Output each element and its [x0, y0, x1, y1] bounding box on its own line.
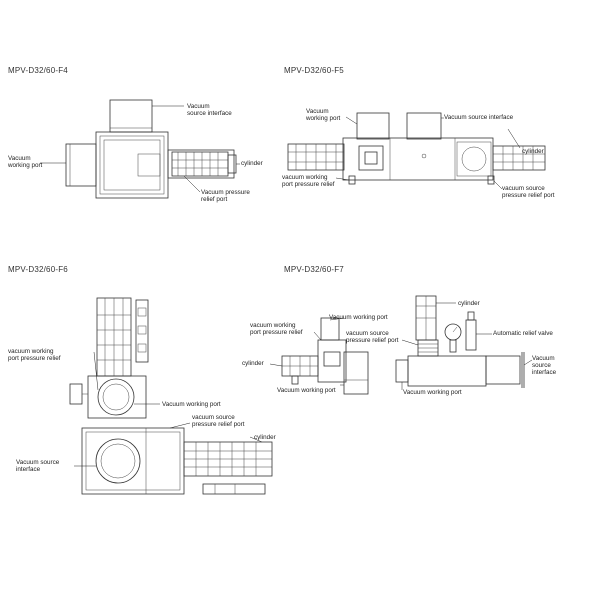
panel-title: MPV-D32/60-F7 — [284, 265, 344, 274]
panel-f6: MPV-D32/60-F6 — [8, 265, 276, 495]
f4-label-cylinder: cylinder — [241, 160, 263, 167]
f7-label-cylinder-left: cylinder — [242, 360, 264, 367]
f7-label-vacuum-working-port-bottom: Vacuum working port — [277, 387, 336, 394]
f5-label-vacuum-working-port-pressure-relief: vacuum working port pressure relief — [282, 174, 335, 188]
panel-title: MPV-D32/60-F6 — [8, 265, 68, 274]
f7-label-vacuum-working-port-right: Vacuum working port — [403, 389, 462, 396]
f4-label-vacuum-pressure-relief-port: Vacuum pressure relief port — [201, 189, 250, 203]
f6-label-cylinder: cylinder — [254, 434, 276, 441]
panel-f5: MPV-D32/60-F5 — [0, 0, 600, 260]
f5-label-vacuum-working-port: Vacuum working port — [306, 108, 341, 122]
f4-drawing — [40, 99, 240, 199]
f5-drawing — [287, 112, 546, 190]
f6-drawing — [69, 297, 273, 495]
panel-f4: MPV-D32/60-F4 Vacuum source interfac — [0, 0, 300, 260]
f7-label-automatic-relief-valve: Automatic relief valve — [493, 330, 553, 337]
f7-label-vacuum-source-pressure-relief-port: vacuum source pressure relief port — [346, 330, 399, 344]
f7-label-vacuum-working-port-top: Vacuum working port — [329, 314, 388, 321]
f5-label-cylinder: cylinder — [522, 148, 544, 155]
f7-label-cylinder-top: cylinder — [458, 300, 480, 307]
f4-label-vacuum-working-port: Vacuum working port — [8, 155, 43, 169]
f5-label-vacuum-source-interface: Vacuum source interface — [444, 114, 514, 121]
f7-label-vacuum-working-port-pressure-relief: vacuum working port pressure relief — [250, 322, 303, 336]
f6-label-vacuum-working-port: Vacuum working port — [162, 401, 221, 408]
f7-label-vacuum-source-interface: Vacuum source interface — [532, 355, 557, 376]
f4-label-vacuum-source-interface: Vacuum source interface — [187, 103, 232, 117]
f5-label-vacuum-source-pressure-relief-port: vacuum source pressure relief port — [502, 185, 555, 199]
f6-label-vacuum-source-pressure-relief-port: vacuum source pressure relief port — [192, 414, 245, 428]
panel-title: MPV-D32/60-F5 — [284, 66, 344, 75]
f6-label-vacuum-working-port-pressure-relief: vacuum working port pressure relief — [8, 348, 61, 362]
panel-title: MPV-D32/60-F4 — [8, 66, 68, 75]
f6-label-vacuum-source-interface: Vacuum source interface — [16, 459, 60, 473]
